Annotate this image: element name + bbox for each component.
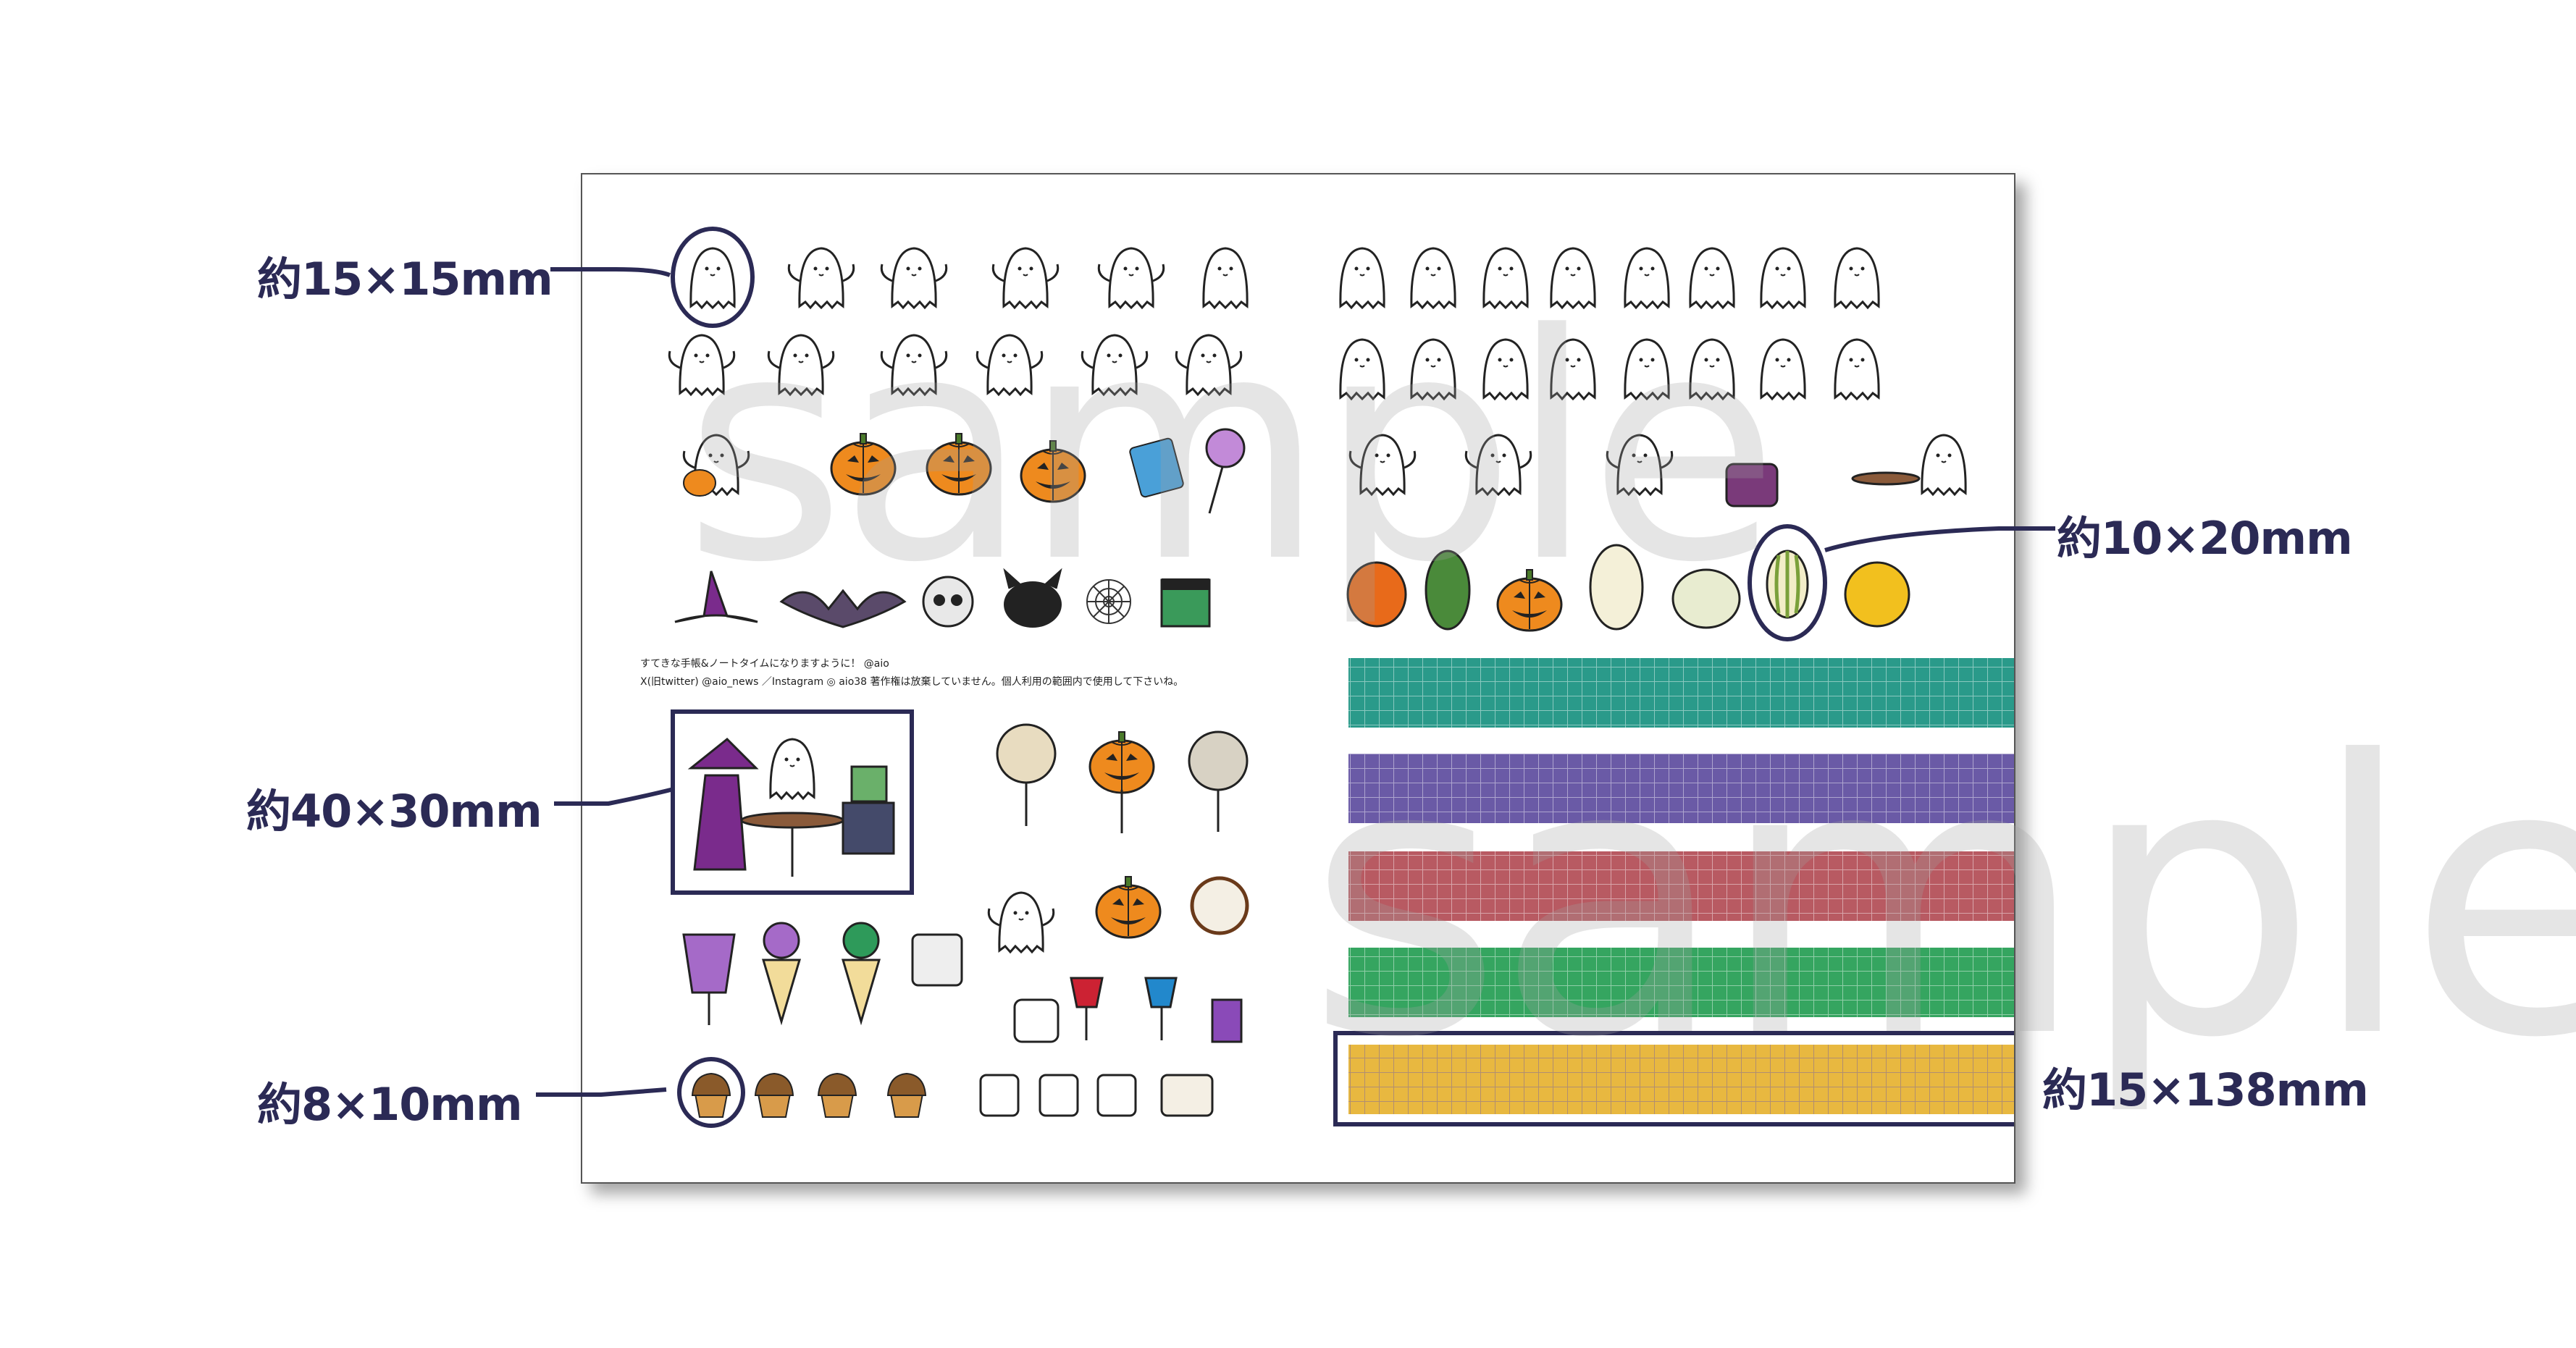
cafe-scene bbox=[671, 709, 914, 895]
size-label-scene: 約40×30mm bbox=[246, 785, 542, 838]
right-ghost-row-3 bbox=[1348, 434, 1967, 507]
mini-treats-row bbox=[692, 1073, 1214, 1118]
size-highlights bbox=[671, 227, 2014, 1128]
gourd-row bbox=[1346, 544, 1910, 632]
instagram-icon: ◎ bbox=[826, 676, 836, 688]
lollipops bbox=[996, 723, 1249, 833]
instagram-handle: aio38 bbox=[839, 676, 868, 688]
ghost-pumpkin-skull bbox=[987, 875, 1249, 953]
sticker-artwork bbox=[668, 227, 2014, 1128]
size-label-squash: 約10×20mm bbox=[2057, 512, 2353, 565]
credit-line-1: すてきな手帳&ノートタイムになりますように！ @aio bbox=[640, 658, 889, 670]
social-ids: X(旧twitter) @aio_news ／Instagram bbox=[640, 676, 824, 688]
parfaits-and-drinks bbox=[682, 922, 1243, 1043]
size-label-muffin: 約8×10mm bbox=[257, 1078, 523, 1131]
washi-tapes bbox=[1348, 658, 2014, 1114]
size-label-ghost: 約15×15mm bbox=[257, 253, 553, 306]
copyright-note: 著作権は放棄していません。個人利用の範囲内で使用して下さいね。 bbox=[870, 676, 1184, 688]
halloween-icons-row bbox=[674, 568, 1211, 628]
pumpkin-row bbox=[682, 428, 1246, 514]
size-label-tape: 約15×138mm bbox=[2042, 1063, 2369, 1116]
credit-line-2: X(旧twitter) @aio_news ／Instagram ◎ aio38… bbox=[640, 674, 1183, 688]
